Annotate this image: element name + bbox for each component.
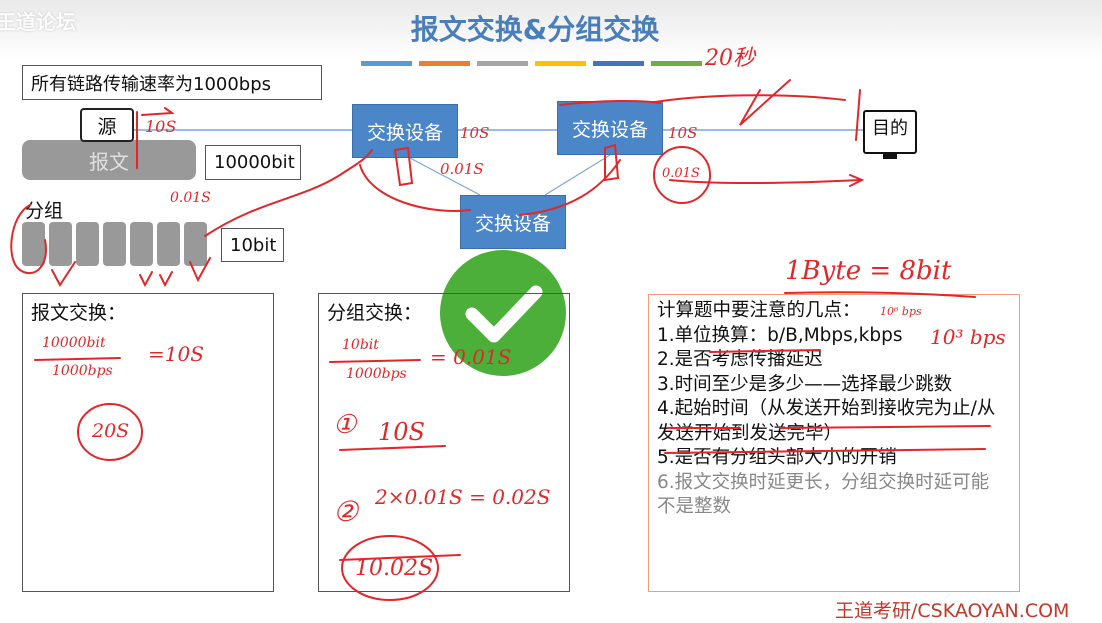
destination-node: 目的: [863, 110, 917, 160]
annot-pkt-den: 1000bps: [346, 366, 407, 382]
annot-pkt-num: 10bit: [342, 337, 379, 353]
top-fade: [0, 0, 1102, 60]
packet-block: [130, 222, 153, 266]
note-item: 1.单位换算：b/B,Mbps,kbps: [657, 324, 903, 346]
title-bar-6: [651, 61, 702, 66]
monitor-icon: 目的: [863, 110, 917, 154]
message-block: 报文: [22, 140, 196, 180]
packet-size: 10bit: [221, 228, 284, 262]
annot-mbps: 10⁶ bps: [880, 305, 922, 318]
title-bar-4: [535, 61, 586, 66]
annot-step2-mark: ②: [333, 495, 359, 528]
annot-msg-den: 1000bps: [52, 363, 113, 379]
message-switching-title: 报文交换：: [31, 302, 127, 324]
destination-label: 目的: [872, 118, 908, 139]
slide-title-text: 报文交换&分组交换: [410, 13, 660, 46]
annot-src-time: 10S: [145, 117, 177, 136]
annot-pkt-total: 10.02S: [355, 556, 434, 581]
message-size: 10000bit: [205, 145, 301, 180]
packet-block: [76, 222, 99, 266]
annot-sw2-pkt: 0.01S: [662, 166, 700, 181]
packet-switching-title: 分组交换：: [327, 302, 423, 324]
annot-msg-res: =10S: [148, 342, 204, 366]
notes-heading: 计算题中要注意的几点：: [657, 300, 861, 321]
rate-label: 所有链路传输速率为1000bps: [22, 65, 322, 100]
annot-sw2-time: 10S: [668, 124, 698, 142]
annot-pkt-time: 0.01S: [170, 190, 211, 206]
packet-block: [184, 222, 207, 266]
annot-kbps: 10³ bps: [930, 325, 1006, 349]
packet-block: [103, 222, 126, 266]
annot-pkt-res: = 0.01S: [430, 345, 512, 369]
title-bar-1: [361, 61, 412, 66]
annot-step2: 2×0.01S = 0.02S: [375, 485, 551, 509]
forum-watermark: 王道论坛: [0, 10, 76, 34]
footer-watermark: 王道考研/CSKAOYAN.COM: [835, 600, 1070, 622]
annot-msg-num: 10000bit: [42, 335, 106, 351]
packet-block: [157, 222, 180, 266]
packet-block: [22, 222, 45, 266]
slide-title: 报文交换&分组交换: [0, 8, 1102, 48]
title-bar-3: [477, 61, 528, 66]
packets-label: 分组: [25, 200, 64, 222]
link-sw2-sw3: [544, 154, 611, 196]
note-item: 2.是否考虑传播延迟: [657, 349, 823, 370]
note-item: 3.时间至少是多少——选择最少跳数: [657, 373, 953, 395]
annot-sw1-time: 10S: [460, 124, 490, 142]
annot-step1-mark: ①: [333, 410, 357, 440]
switch-3: 交换设备: [460, 195, 566, 249]
monitor-stand: [883, 154, 897, 159]
packet-block: [49, 222, 72, 266]
note-item: 5.是否有分组头部大小的开销: [657, 447, 897, 468]
source-node: 源: [80, 108, 134, 142]
annot-step1: 10S: [378, 418, 425, 446]
annot-total-top: 20秒: [705, 46, 755, 71]
note-item: 4.起始时间（从发送开始到接收完为止/从发送开始到发送完毕）: [657, 398, 996, 444]
note-item: 6.报文交换时延更长，分组交换时延可能不是整数: [657, 471, 990, 518]
annot-sw1-pkt: 0.01S: [440, 160, 484, 178]
check-icon: [440, 250, 566, 376]
switch-2: 交换设备: [557, 101, 663, 155]
title-bar-5: [593, 61, 644, 66]
switch-1: 交换设备: [352, 104, 458, 158]
annot-msg-total: 20S: [92, 420, 130, 442]
annot-byte: 1Byte = 8bit: [785, 256, 952, 286]
title-bar-2: [419, 61, 470, 66]
